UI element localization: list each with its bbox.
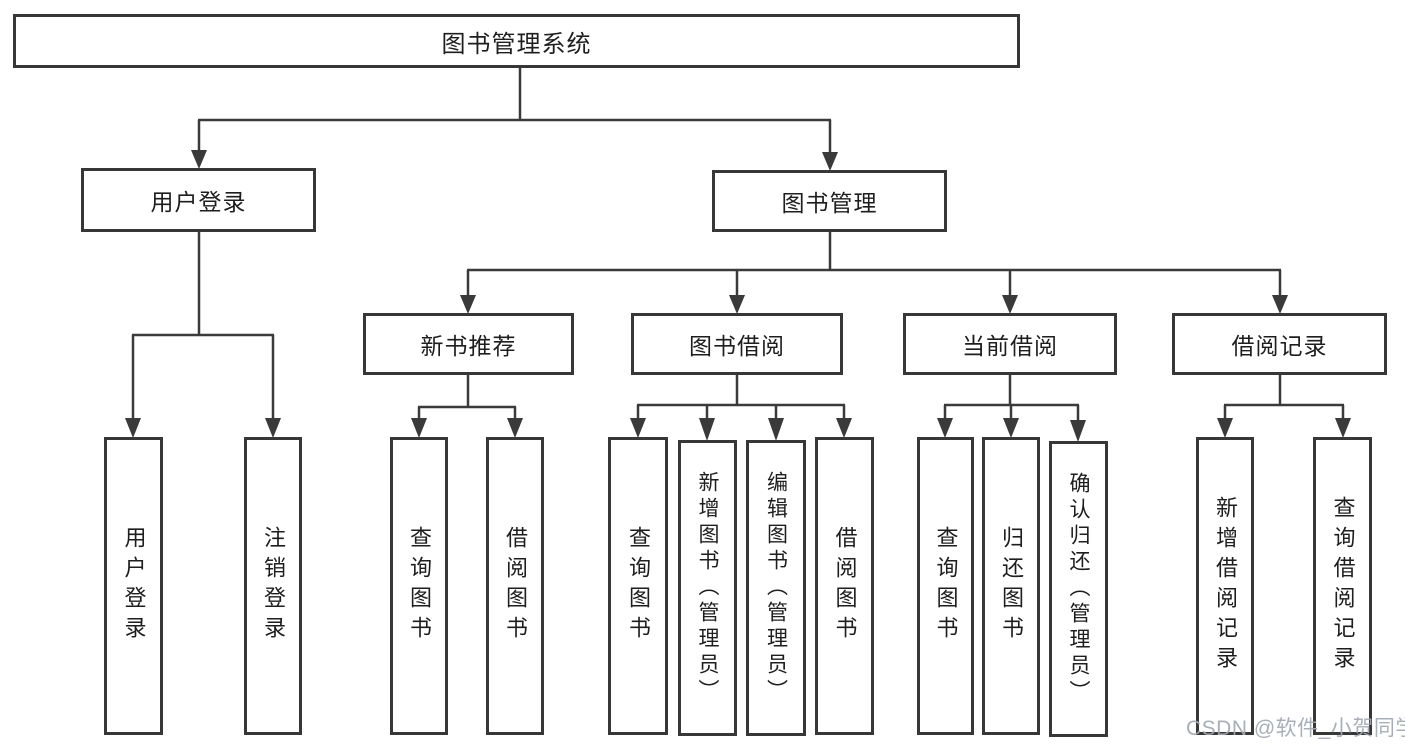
leaf-label: 查询图书	[626, 526, 651, 646]
arrowhead	[125, 418, 141, 438]
leaf-user-login: 用户登录	[104, 437, 163, 735]
arrowhead	[507, 418, 523, 438]
node-current-borrow: 当前借阅	[903, 313, 1117, 375]
connector-newbook-to-leaves	[417, 375, 517, 423]
arrowhead	[836, 418, 852, 438]
leaf-label: 注销登录	[261, 526, 286, 646]
connector-shafts	[131, 68, 1345, 425]
connector-arrowheads	[125, 150, 1351, 442]
arrowhead	[1217, 418, 1233, 438]
arrowhead	[822, 152, 838, 171]
leaf-add-book-admin: 新增图书（管理员）	[678, 440, 737, 736]
leaf-confirm-return-admin: 确认归还（管理员）	[1049, 441, 1108, 737]
leaf-query-book-borrow: 查询图书	[608, 437, 668, 735]
leaf-edit-book-admin: 编辑图书（管理员）	[746, 440, 806, 736]
leaf-label: 查询借阅记录	[1330, 496, 1356, 676]
connector-current-to-leaves	[943, 375, 1080, 425]
leaf-label: 新增借阅记录	[1213, 496, 1238, 676]
leaf-label: 归还图书	[999, 526, 1024, 646]
connector-mgmt-to-level3	[466, 232, 1282, 299]
leaf-label: 编辑图书（管理员）	[764, 471, 788, 705]
leaf-label: 确认归还（管理员）	[1067, 472, 1090, 706]
arrowhead	[1002, 295, 1018, 314]
node-label: 当前借阅	[962, 333, 1058, 359]
leaf-query-borrow-record: 查询借阅记录	[1313, 437, 1372, 735]
node-new-book-recommend: 新书推荐	[363, 313, 574, 375]
arrowhead	[1335, 418, 1351, 438]
node-book-borrow: 图书借阅	[631, 313, 843, 375]
node-label: 用户登录	[150, 189, 247, 215]
leaf-borrow-book: 借阅图书	[815, 437, 874, 735]
arrowhead	[937, 418, 953, 438]
leaf-label: 新增图书（管理员）	[696, 471, 719, 705]
arrowhead	[191, 150, 207, 169]
leaf-label: 借阅图书	[832, 526, 858, 646]
node-label: 借阅记录	[1231, 333, 1328, 359]
arrowhead	[699, 418, 715, 441]
arrowhead	[729, 295, 745, 314]
leaf-logout-login: 注销登录	[244, 437, 302, 735]
node-label: 图书管理系统	[441, 30, 592, 58]
leaf-label: 用户登录	[121, 526, 147, 646]
connector-borrow-to-leaves	[636, 375, 846, 423]
node-book-management: 图书管理	[712, 170, 947, 232]
leaf-return-book: 归还图书	[982, 437, 1040, 735]
node-label: 图书借阅	[689, 333, 785, 359]
arrowhead	[630, 418, 646, 438]
arrowhead	[460, 295, 476, 314]
node-user-login: 用户登录	[81, 168, 316, 232]
arrowhead	[411, 418, 427, 438]
connector-login-to-leaves	[131, 232, 275, 423]
node-label: 新书推荐	[420, 333, 517, 359]
leaf-borrow-book-newbook: 借阅图书	[486, 437, 544, 735]
node-borrow-records: 借阅记录	[1172, 313, 1387, 375]
leaf-label: 借阅图书	[503, 526, 528, 646]
node-library-system: 图书管理系统	[13, 14, 1020, 68]
leaf-query-book-current: 查询图书	[917, 437, 974, 735]
leaf-add-borrow-record: 新增借阅记录	[1196, 437, 1254, 735]
leaf-label: 查询图书	[933, 526, 959, 646]
connector-root-to-level2	[197, 68, 832, 156]
arrowhead	[265, 418, 281, 438]
arrowhead	[768, 418, 784, 441]
arrowhead	[1070, 420, 1086, 442]
leaf-label: 查询图书	[407, 526, 432, 646]
leaf-query-book-newbook: 查询图书	[390, 437, 448, 735]
csdn-watermark: CSDN @软件_小贺同学	[1186, 717, 1405, 740]
arrowhead	[1272, 295, 1288, 314]
arrowhead	[1003, 418, 1019, 438]
node-label: 图书管理	[781, 190, 878, 216]
connector-records-to-leaves	[1223, 375, 1345, 423]
